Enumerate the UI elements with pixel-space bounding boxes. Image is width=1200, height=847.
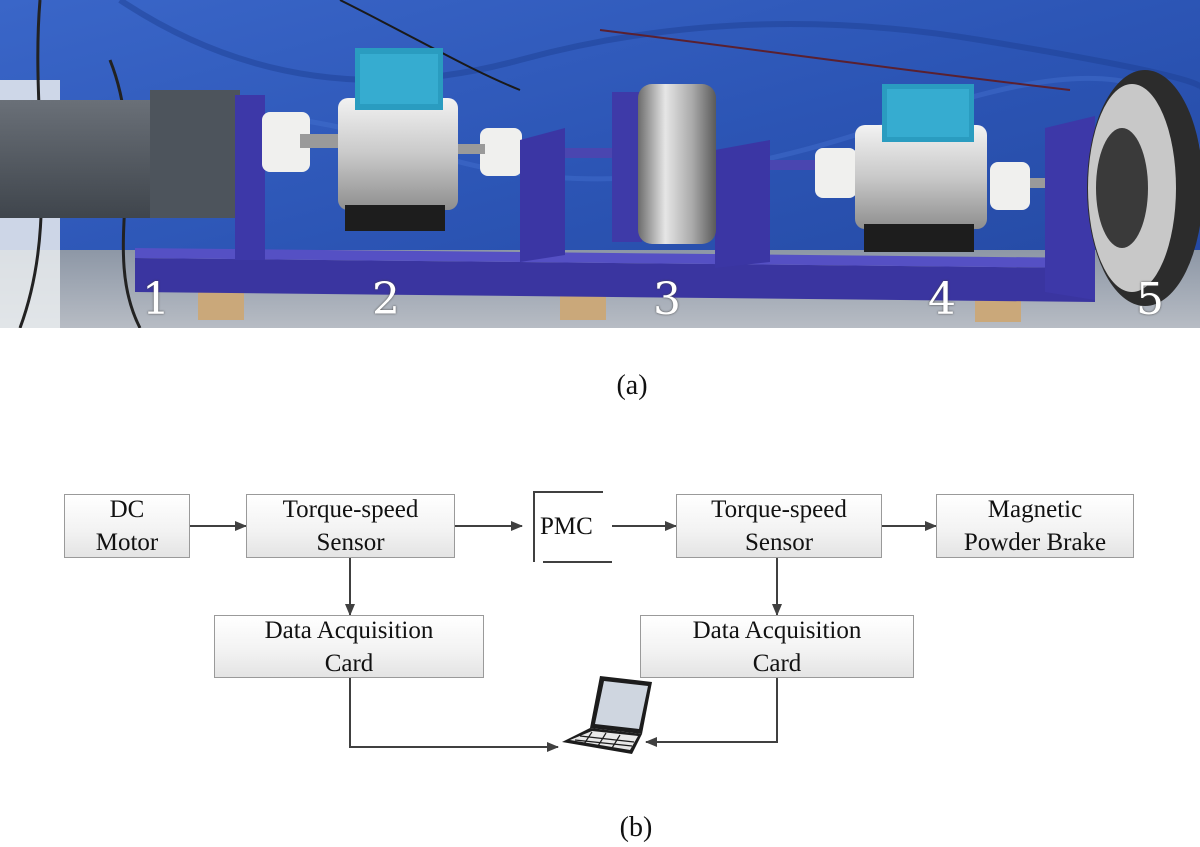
- diagram-connectors: [190, 491, 937, 754]
- daq-left-label-line2: Card: [324, 649, 374, 677]
- dc-motor-label-line1: DC: [109, 496, 145, 523]
- data-acquisition-card-right-box: Data Acquisition Card: [640, 615, 914, 678]
- test-rig-photo: 1 2 3 4 5: [0, 0, 1200, 328]
- brake-label-line2: Powder Brake: [963, 529, 1107, 556]
- sensor-left-label-line1: Torque-speed: [282, 496, 419, 523]
- arrow-daq-right-to-laptop: [645, 678, 778, 747]
- data-acquisition-card-left-box: Data Acquisition Card: [214, 615, 484, 678]
- arrow-daq-left-to-laptop: [349, 678, 559, 752]
- sensor-right-label-line2: Sensor: [744, 529, 814, 556]
- dc-motor-label-line2: Motor: [95, 529, 159, 556]
- component-number-5: 5: [1136, 274, 1164, 325]
- daq-left-label-line1: Data Acquisition: [264, 616, 434, 644]
- component-number-4: 4: [928, 274, 956, 325]
- brake-label-line1: Magnetic: [987, 496, 1083, 523]
- block-diagram: DC Motor Torque-speed Sensor PMC Torque-…: [0, 470, 1200, 790]
- sensor-right-label-line1: Torque-speed: [711, 496, 847, 523]
- component-number-3: 3: [653, 274, 681, 325]
- pmc-symbol: [533, 491, 612, 563]
- caption-b: (b): [619, 812, 653, 843]
- component-number-2: 2: [372, 274, 400, 325]
- sensor-left-label-line2: Sensor: [316, 529, 385, 556]
- daq-right-label-line2: Card: [752, 649, 802, 677]
- magnetic-powder-brake-box: Magnetic Powder Brake: [936, 494, 1134, 558]
- caption-a: (a): [616, 370, 648, 401]
- test-rig-illustration: [0, 0, 1200, 328]
- daq-right-label-line1: Data Acquisition: [692, 616, 862, 644]
- laptop-icon: [562, 676, 652, 754]
- component-number-1: 1: [142, 274, 170, 325]
- torque-speed-sensor-right-box: Torque-speed Sensor: [676, 494, 882, 558]
- torque-speed-sensor-left-box: Torque-speed Sensor: [246, 494, 455, 558]
- dc-motor-box: DC Motor: [64, 494, 190, 558]
- pmc-label: PMC: [540, 513, 593, 540]
